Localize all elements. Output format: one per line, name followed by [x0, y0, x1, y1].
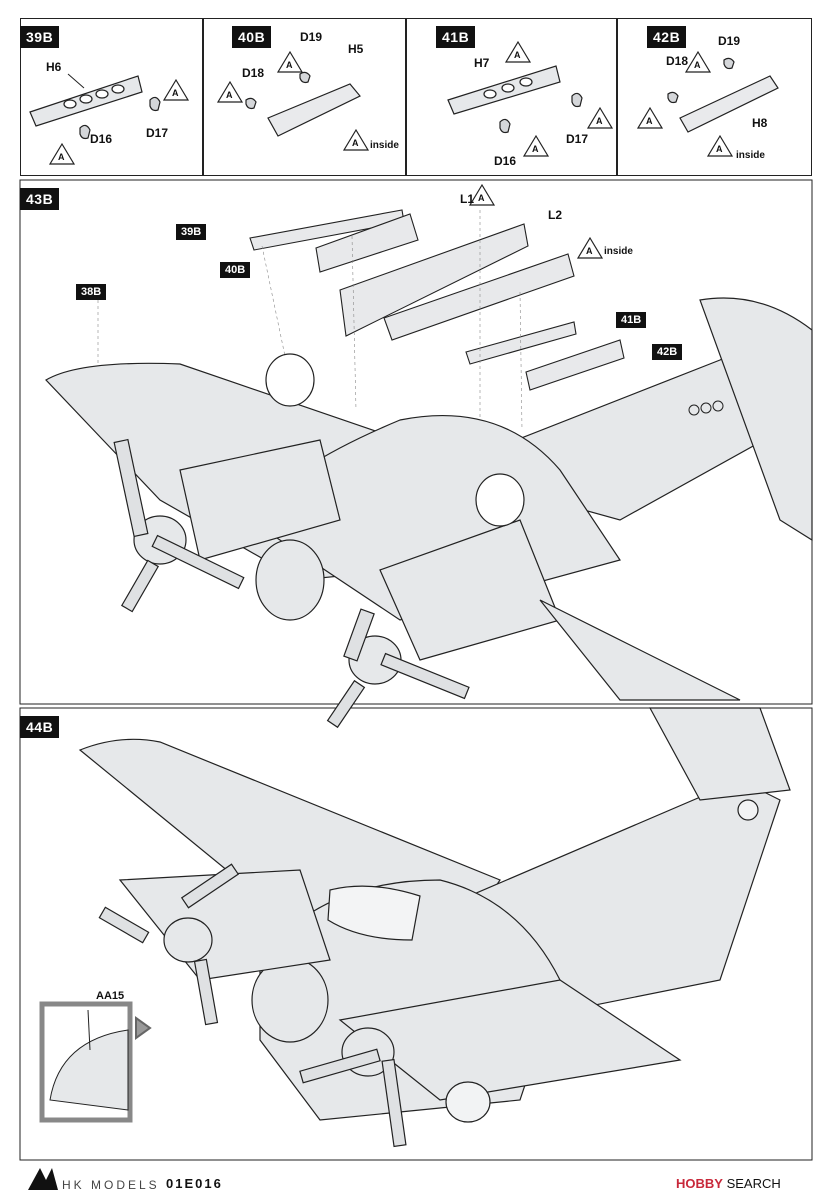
sub-ref-38b: 38B	[76, 284, 107, 300]
watermark-suffix: SEARCH	[722, 1176, 781, 1191]
marker-a: A	[478, 193, 485, 203]
part-label-h8: H8	[752, 116, 768, 130]
step-label-40b: 40B	[232, 26, 272, 48]
part-label-h5: H5	[348, 42, 364, 56]
watermark: HOBBY SEARCH	[676, 1176, 781, 1191]
sub-ref-39b: 39B	[176, 224, 207, 240]
kit-code: 01E016	[166, 1176, 223, 1191]
marker-a: A	[286, 60, 293, 70]
marker-a: A	[352, 138, 359, 148]
marker-a: A	[694, 60, 701, 70]
marker-a: A	[586, 246, 593, 256]
lever-d17	[149, 96, 161, 112]
marker-a: A	[532, 144, 539, 154]
part-label-d18: D18	[666, 54, 689, 68]
marker-a: A	[646, 116, 653, 126]
note-inside: inside	[736, 150, 765, 161]
marker-a: A	[58, 152, 65, 162]
step-label-42b: 42B	[647, 26, 687, 48]
sub-ref-42b: 42B	[652, 344, 683, 360]
part-label-l2: L2	[548, 208, 563, 222]
part-label-d17: D17	[566, 132, 589, 146]
interior-panel-h6	[29, 75, 143, 127]
step-label-41b: 41B	[436, 26, 476, 48]
watermark-brand: HOBBY	[676, 1176, 723, 1191]
lever-d16	[79, 124, 91, 140]
part-label-d16: D16	[90, 132, 113, 146]
part-label-d19: D19	[300, 30, 323, 44]
step-label-39b: 39B	[20, 26, 60, 48]
step-label-44b: 44B	[20, 716, 60, 738]
part-label-d18: D18	[242, 66, 265, 80]
marker-a: A	[514, 50, 521, 60]
step-label-43b: 43B	[20, 188, 60, 210]
note-inside: inside	[370, 140, 399, 151]
sub-ref-41b: 41B	[616, 312, 647, 328]
marker-a: A	[716, 144, 723, 154]
marker-a: A	[596, 116, 603, 126]
marker-a: A	[172, 88, 179, 98]
part-label-d16: D16	[494, 154, 517, 168]
part-label-h6: H6	[46, 60, 62, 74]
part-label-aa15: AA15	[96, 990, 125, 1002]
sub-ref-40b: 40B	[220, 262, 251, 278]
marker-a: A	[226, 90, 233, 100]
part-label-d19: D19	[718, 34, 741, 48]
brand-name: HK MODELS	[62, 1178, 160, 1192]
part-label-h7: H7	[474, 56, 490, 70]
part-label-l1: L1	[460, 192, 475, 206]
part-label-d17: D17	[146, 126, 169, 140]
note-inside: inside	[604, 246, 633, 257]
